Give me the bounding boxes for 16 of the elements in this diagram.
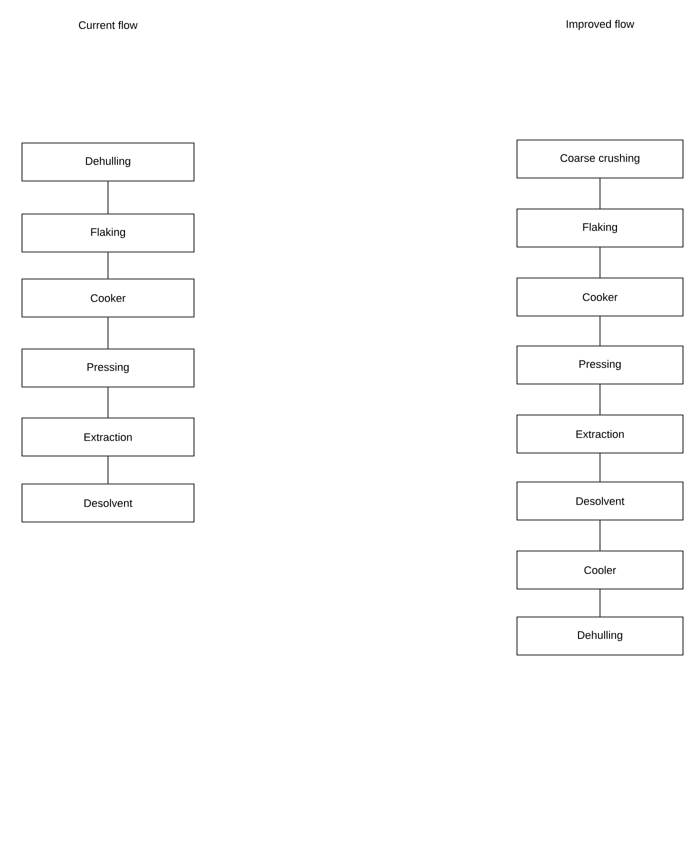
process-box: Extraction	[516, 414, 684, 454]
process-box: Desolvent	[516, 482, 684, 520]
process-box: Flaking	[516, 208, 684, 248]
process-box: Desolvent	[22, 484, 194, 522]
process-box: Dehulling	[516, 616, 684, 656]
process-box: Cooler	[516, 550, 684, 590]
process-box: Cooker	[516, 278, 684, 316]
process-box: Pressing	[22, 348, 194, 388]
process-box: Extraction	[22, 418, 194, 456]
process-box: Coarse crushing	[516, 140, 684, 178]
process-box: Dehulling	[22, 142, 194, 182]
process-box: Pressing	[516, 346, 684, 384]
column-heading: Improved flow	[566, 20, 634, 30]
process-box: Cooker	[22, 278, 194, 318]
process-box: Flaking	[22, 214, 194, 252]
column-heading: Current flow	[78, 20, 138, 30]
